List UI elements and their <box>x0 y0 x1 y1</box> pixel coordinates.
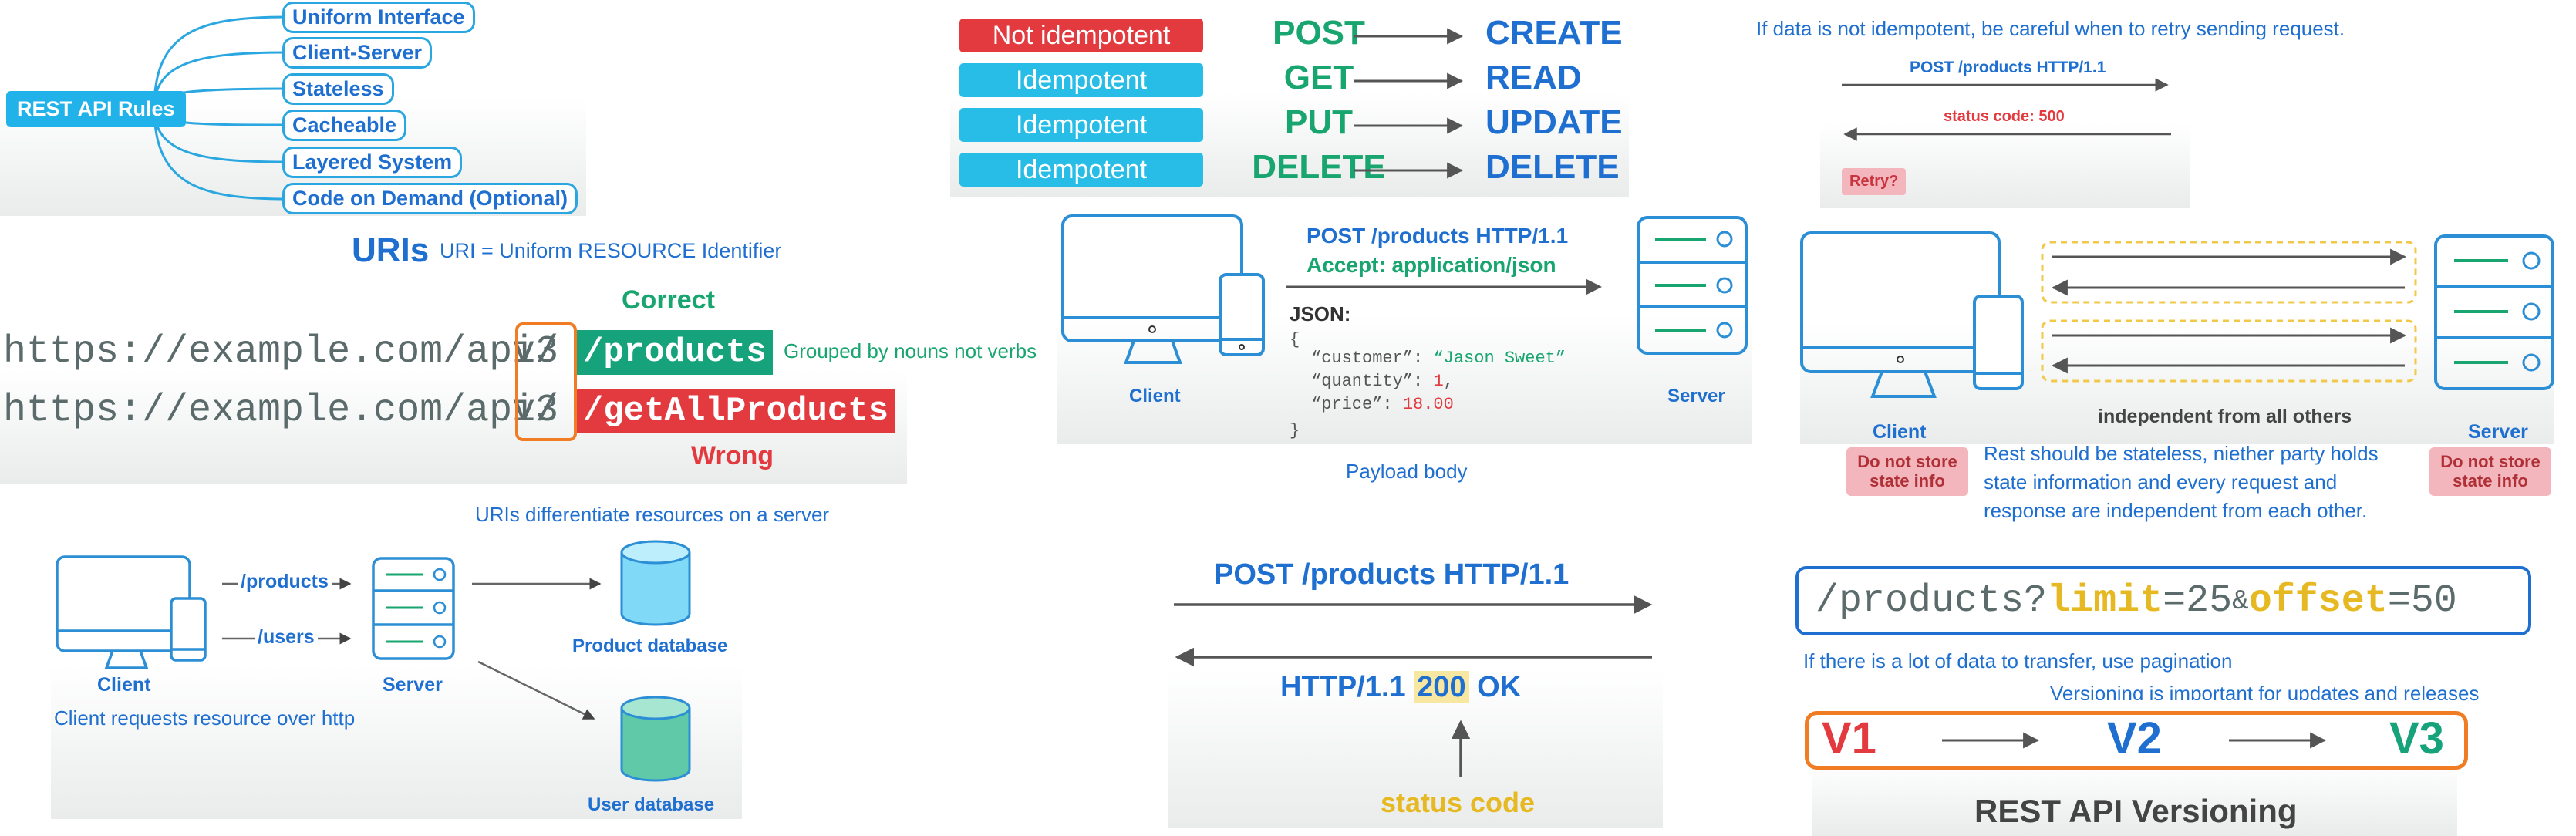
crud-op-update: UPDATE <box>1485 103 1623 141</box>
pagination-offset-eq: = <box>2387 578 2411 623</box>
rule-layered-system: Layered System <box>282 147 463 178</box>
payload-json-comma: , <box>1443 372 1454 391</box>
version-v2: V2 <box>2107 713 2162 764</box>
retry-request-label: POST /products HTTP/1.1 <box>1910 59 2106 76</box>
idempotency-tag-put: Idempotent <box>959 108 1203 142</box>
url-correct-base: https://example.com/api/ <box>3 330 559 374</box>
rule-client-server: Client-Server <box>282 37 433 69</box>
rule-cacheable: Cacheable <box>282 110 407 141</box>
product-db-label: Product database <box>572 635 728 656</box>
pagination-limit-value: 25 <box>2186 578 2233 623</box>
payload-json-value: 1 <box>1433 372 1444 391</box>
idempotency-tag-post: Not idempotent <box>959 19 1203 52</box>
version-v3: V3 <box>2389 713 2444 764</box>
stateless-note: Rest should be stateless, niether party … <box>1984 442 2379 522</box>
uris-panel <box>0 278 907 484</box>
http-verb-delete: DELETE <box>1252 148 1386 186</box>
stateless-server-label: Server <box>2468 421 2528 443</box>
payload-json-value: 18.00 <box>1402 395 1454 414</box>
retry-response-label: status code: 500 <box>1944 108 2065 125</box>
uris-title: URIs <box>352 231 430 269</box>
payload-server-label: Server <box>1667 386 1725 406</box>
payload-json-key: “quantity”: <box>1311 372 1434 391</box>
payload-json-close: } <box>1290 421 1300 440</box>
crud-op-create: CREATE <box>1485 14 1623 52</box>
resources-client-label: Client <box>97 674 151 696</box>
pagination-path: /products? <box>1816 578 2048 623</box>
resources-path-users: /users <box>255 626 318 649</box>
http-verb-get: GET <box>1283 59 1354 96</box>
resources-title: URIs differentiate resources on a server <box>475 503 830 526</box>
idempotency-tag-delete: Idempotent <box>959 153 1203 187</box>
http-verb-put: PUT <box>1285 103 1353 141</box>
stateless-independent-label: independent from all others <box>2098 406 2352 427</box>
url-wrong-base: https://example.com/api/ <box>3 389 559 433</box>
payload-caption: Payload body <box>1346 460 1468 483</box>
status-http-version: HTTP/1.1 <box>1280 671 1406 703</box>
pagination-url-box: /products?limit=25&offset=50 <box>1795 566 2531 635</box>
payload-json-field: “quantity”: 1, <box>1311 372 1454 391</box>
crud-op-delete: DELETE <box>1485 148 1620 186</box>
retry-note: If data is not idempotent, be careful wh… <box>1756 17 2345 40</box>
user-db-label: User database <box>588 794 715 815</box>
payload-json-label: JSON: <box>1290 302 1351 325</box>
payload-json-open: { <box>1290 330 1300 349</box>
path-correct-products: /products <box>577 330 773 375</box>
pagination-limit-key: limit <box>2047 578 2163 623</box>
rule-code-on-demand: Code on Demand (Optional) <box>282 183 578 214</box>
stateless-client-label: Client <box>1873 421 1927 443</box>
correct-label: Correct <box>622 285 715 315</box>
payload-json-value: “Jason Sweet” <box>1433 349 1566 368</box>
pagination-offset-value: 50 <box>2410 578 2457 623</box>
resources-caption: Client requests resource over http <box>54 706 356 730</box>
pagination-amp: & <box>2232 585 2249 617</box>
payload-json-key: “price”: <box>1311 395 1403 414</box>
payload-accept-line: Accept: application/json <box>1307 253 1556 277</box>
pagination-note: If there is a lot of data to transfer, u… <box>1803 649 2233 673</box>
status-ok-text: OK <box>1477 671 1522 703</box>
uris-subtitle: URI = Uniform RESOURCE Identifier <box>440 239 782 262</box>
grouped-note: Grouped by nouns not verbs <box>784 339 1037 362</box>
status-response-line: HTTP/1.1 200 OK <box>1280 671 1521 704</box>
payload-json-field: “price”: 18.00 <box>1311 395 1454 414</box>
status-code-value: 200 <box>1414 671 1469 703</box>
no-state-server-badge: Do not store state info <box>2429 447 2551 496</box>
path-wrong-getallproducts: /getAllProducts <box>577 389 895 433</box>
url-wrong-version: v3 <box>512 389 559 433</box>
rule-stateless: Stateless <box>282 73 394 105</box>
status-request-line: POST /products HTTP/1.1 <box>1214 558 1570 591</box>
pagination-offset-key: offset <box>2248 578 2388 623</box>
url-correct-version: v3 <box>512 330 559 374</box>
wrong-label: Wrong <box>691 441 774 470</box>
resources-path-products: /products <box>238 571 332 593</box>
rule-uniform-interface: Uniform Interface <box>282 2 475 33</box>
resources-server-label: Server <box>383 674 443 696</box>
status-caption: status code <box>1381 787 1536 818</box>
rest-rules-root: REST API Rules <box>6 91 186 127</box>
pagination-limit-eq: = <box>2163 578 2187 623</box>
retry-button[interactable]: Retry? <box>1842 168 1907 195</box>
versioning-title: REST API Versioning <box>1974 793 2298 829</box>
no-state-client-badge: Do not store state info <box>1846 447 1968 496</box>
payload-json-key: “customer”: <box>1311 349 1434 368</box>
versioning-box <box>1805 711 2468 770</box>
version-v1: V1 <box>1822 713 1876 764</box>
payload-client-label: Client <box>1129 386 1181 406</box>
version-highlight-box <box>515 322 577 441</box>
payload-json-field: “customer”: “Jason Sweet” <box>1311 349 1566 368</box>
crud-op-read: READ <box>1485 59 1582 96</box>
http-verb-post: POST <box>1273 14 1365 52</box>
payload-request-line: POST /products HTTP/1.1 <box>1307 224 1569 248</box>
idempotency-tag-get: Idempotent <box>959 63 1203 97</box>
